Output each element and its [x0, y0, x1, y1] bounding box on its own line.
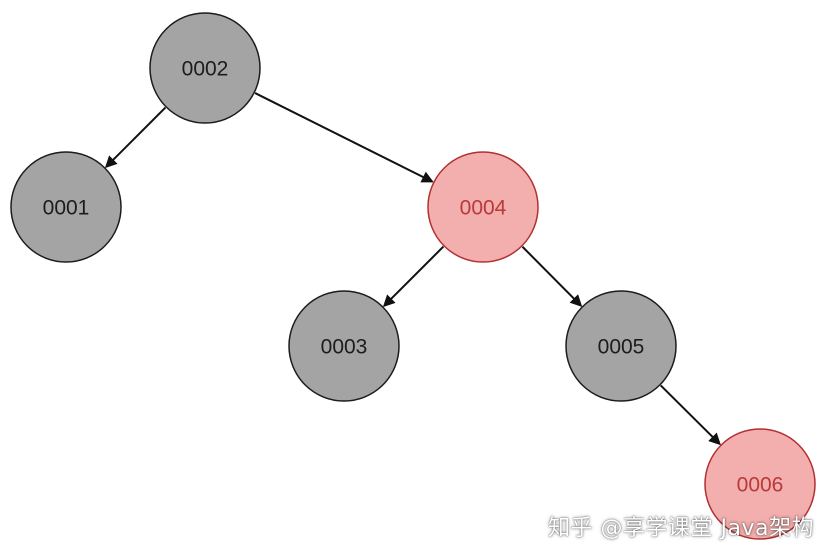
node-0006-red: 0006 [704, 428, 816, 540]
node-label: 0002 [182, 58, 229, 81]
node-0002-black: 0002 [149, 12, 261, 124]
node-0005-black: 0005 [565, 290, 677, 402]
node-label: 0001 [43, 197, 90, 220]
edge-0002-to-0004 [254, 92, 434, 183]
node-label: 0003 [321, 336, 368, 359]
node-0003-black: 0003 [288, 290, 400, 402]
node-label: 0004 [460, 197, 507, 220]
edge-0005-to-0006 [660, 384, 721, 446]
edge-0004-to-0005 [521, 246, 583, 307]
node-circle [704, 428, 816, 540]
edge-0002-to-0001 [104, 106, 167, 169]
node-0001-black: 0001 [10, 151, 122, 263]
edges-layer [104, 92, 721, 446]
watermark-text: 知乎 @享学课堂 Java架构 [548, 516, 814, 541]
node-circle [149, 12, 261, 124]
node-0004-red: 0004 [427, 151, 539, 263]
node-label: 0006 [737, 474, 784, 497]
node-circle [427, 151, 539, 263]
node-circle [10, 151, 122, 263]
node-circle [565, 290, 677, 402]
nodes-layer: 0002 0001 0004 0003 0005 0006 [10, 12, 816, 540]
edge-0004-to-0003 [382, 245, 445, 308]
node-label: 0005 [598, 336, 645, 359]
node-circle [288, 290, 400, 402]
